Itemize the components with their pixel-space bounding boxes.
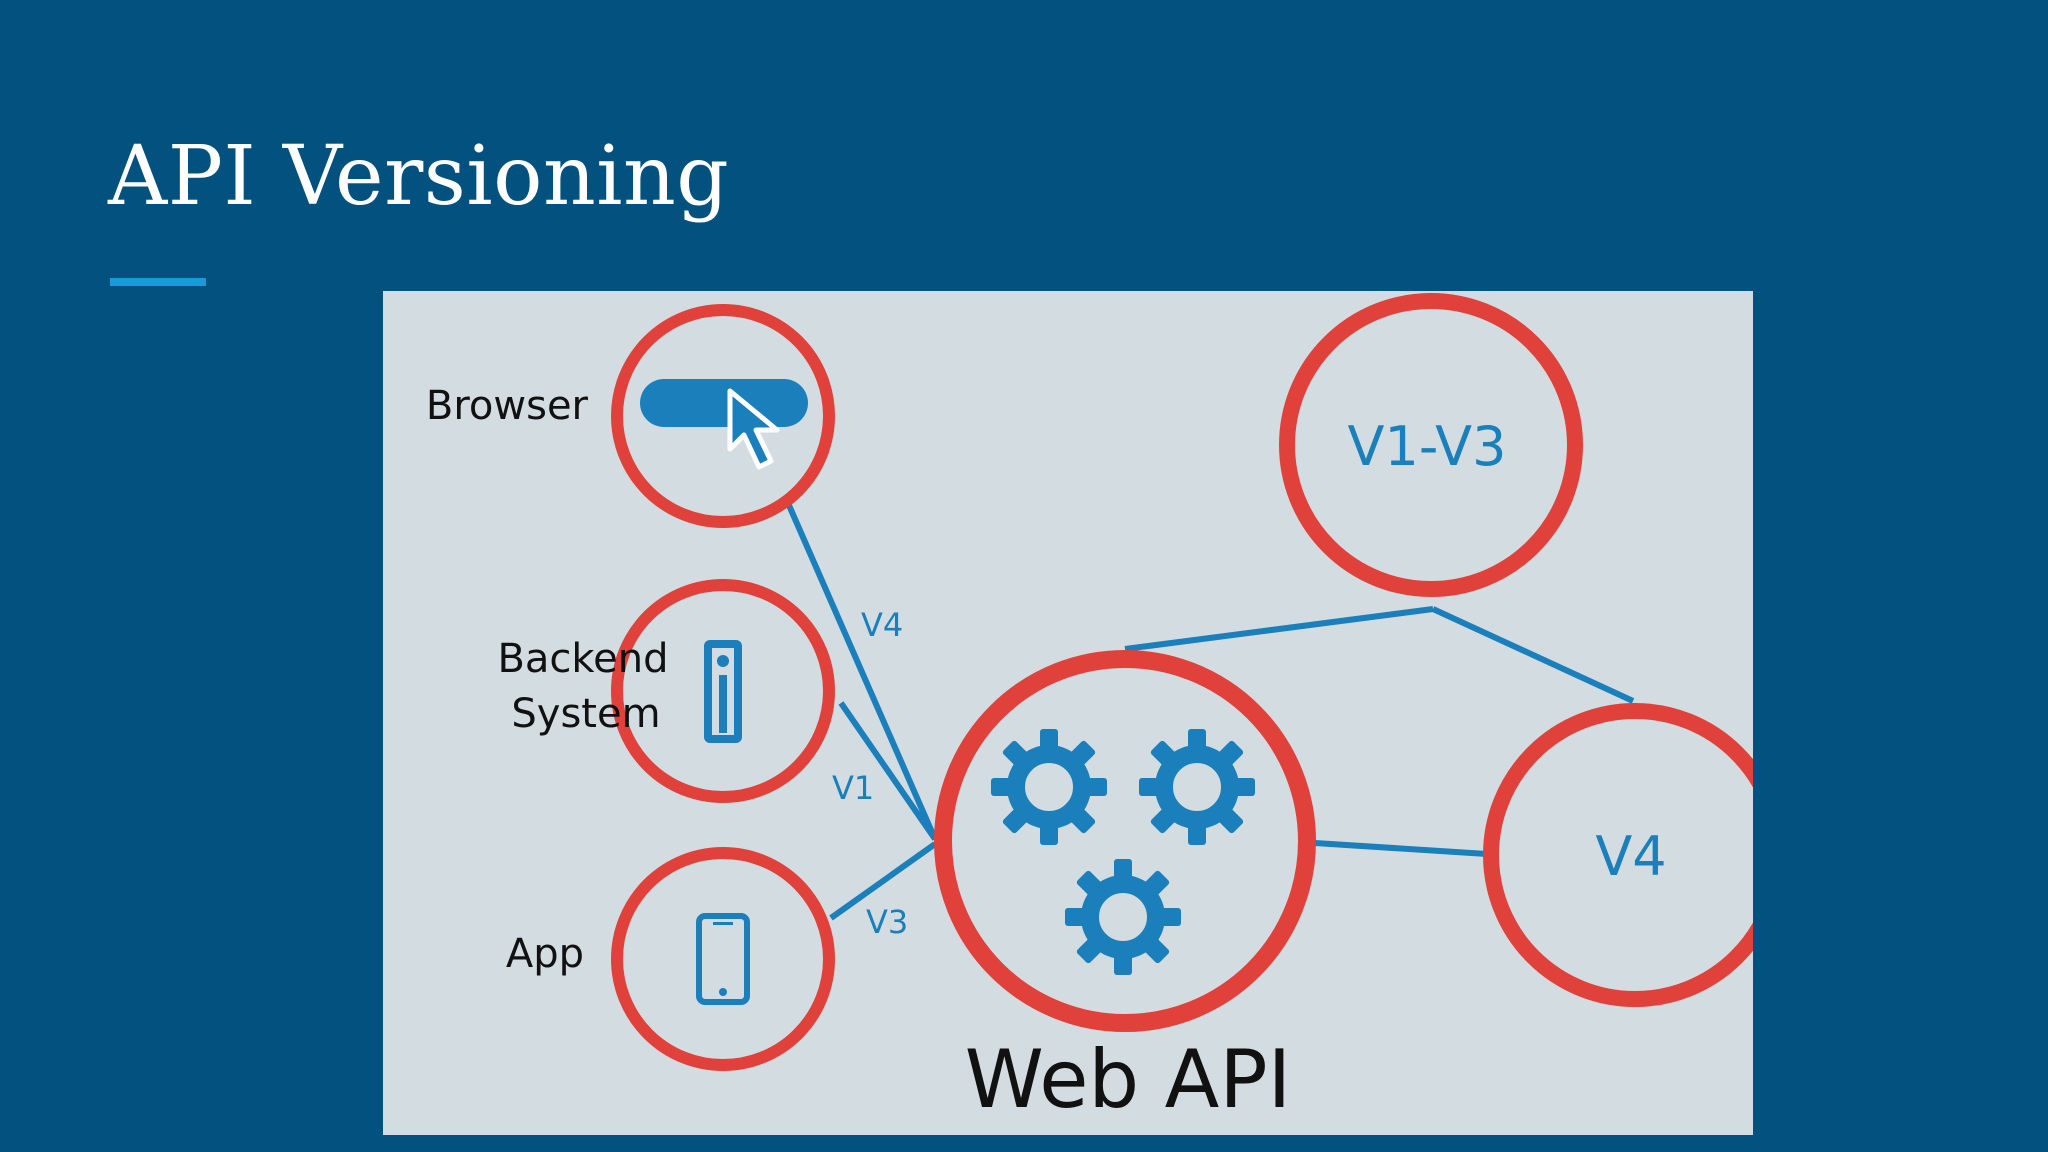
app-label: App	[506, 931, 584, 977]
slide-title: API Versioning	[108, 129, 730, 224]
edge-label-browser: V4	[861, 606, 903, 644]
backend-label-line2: System	[511, 691, 660, 737]
app-node	[611, 847, 835, 1071]
versioning-diagram: Browser Backend System App V4 V1 V3 V1-V…	[426, 293, 1753, 1126]
edge-app	[829, 841, 937, 921]
legacy-version-label: V1-V3	[1348, 415, 1507, 478]
browser-bar-cursor-icon	[640, 379, 808, 470]
current-version-node	[1483, 703, 1753, 1007]
legacy-version-node	[1279, 293, 1583, 597]
edge-legacy-current	[1431, 606, 1635, 704]
edge-browser	[785, 501, 938, 841]
browser-label: Browser	[426, 383, 589, 429]
edge-api-legacy	[1124, 606, 1434, 652]
server-tower-icon	[704, 640, 742, 743]
title-underline	[110, 278, 206, 286]
smartphone-icon	[696, 913, 750, 1005]
backend-label-line1: Backend	[497, 636, 668, 682]
current-version-label: V4	[1595, 825, 1666, 888]
web-api-label: Web API	[965, 1033, 1291, 1126]
edge-label-app: V3	[866, 903, 908, 941]
edge-api-current	[1314, 840, 1488, 857]
connection-lines	[785, 501, 1635, 921]
edge-label-backend: V1	[832, 769, 874, 807]
diagram-panel: Browser Backend System App V4 V1 V3 V1-V…	[383, 291, 1753, 1135]
edge-backend	[838, 701, 938, 841]
